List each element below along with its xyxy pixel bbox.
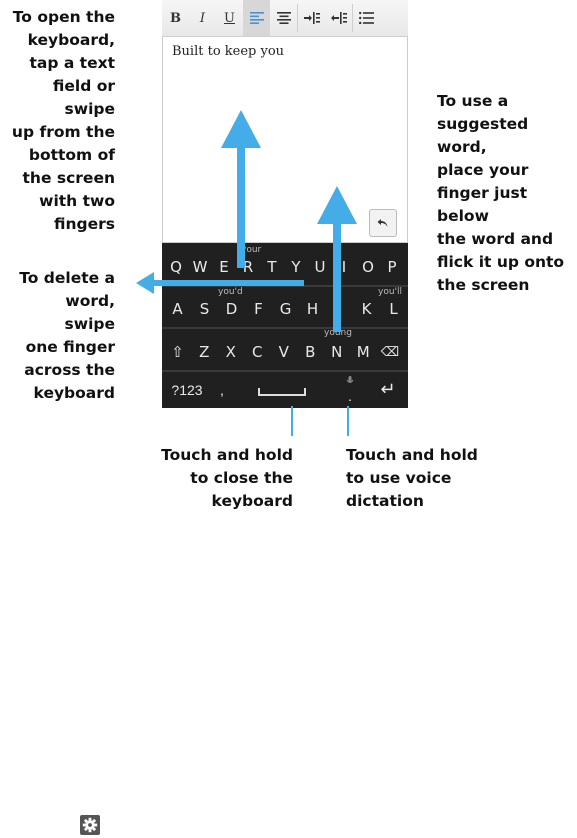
toolbar-separator	[352, 4, 353, 32]
phone-screenshot: B I U	[162, 0, 408, 408]
close-keyboard-callout: Touch and hold to close the keyboard	[161, 446, 293, 510]
voice-dictation-callout: Touch and hold to use voice dictation	[346, 446, 478, 510]
bullet-list-icon	[359, 12, 374, 24]
keyboard-bottom-row: ?123 , . ↵	[162, 371, 408, 408]
microphone-icon	[346, 375, 354, 383]
key-h[interactable]: H	[306, 300, 319, 318]
suggestion-young[interactable]: young	[324, 328, 352, 338]
space-bar[interactable]	[232, 371, 332, 408]
enter-key[interactable]: ↵	[380, 379, 396, 399]
key-z[interactable]: Z	[199, 343, 210, 361]
open-keyboard-arrow	[221, 110, 261, 268]
toolbar-separator	[297, 4, 298, 32]
indent-button[interactable]	[298, 0, 325, 36]
underline-button[interactable]: U	[224, 10, 235, 26]
key-s[interactable]: S	[199, 300, 210, 318]
keyboard-row-divider	[162, 370, 408, 372]
key-w[interactable]: W	[192, 258, 208, 276]
period-key-label: .	[348, 387, 352, 404]
outdent-button[interactable]	[325, 0, 352, 36]
key-f[interactable]: F	[254, 300, 263, 318]
align-left-icon	[249, 12, 264, 24]
align-left-button[interactable]	[243, 0, 270, 36]
suggestion-your[interactable]: your	[241, 245, 262, 255]
text-editor[interactable]: Built to keep you	[162, 37, 408, 243]
keyboard-row-divider	[162, 327, 408, 329]
bold-button[interactable]: B	[170, 10, 181, 26]
keyboard-row-1: Q W E R T Y U I O P	[164, 249, 404, 285]
key-l[interactable]: L	[389, 300, 398, 318]
comma-key[interactable]: ,	[220, 381, 224, 398]
align-center-icon	[276, 12, 291, 24]
formatting-toolbar: B I U	[162, 0, 408, 37]
italic-button[interactable]: I	[199, 10, 206, 26]
symbols-key[interactable]: ?123	[171, 381, 203, 398]
outdent-icon	[330, 12, 347, 24]
suggested-word-arrow	[317, 186, 357, 332]
virtual-keyboard: your Q W E R T Y U I O P you'd you'll A …	[162, 243, 408, 408]
undo-icon	[377, 219, 388, 227]
align-center-button[interactable]	[270, 0, 297, 36]
key-t[interactable]: T	[267, 258, 277, 276]
key-k[interactable]: K	[361, 300, 372, 318]
open-keyboard-callout: To open the keyboard, tap a text field o…	[11, 8, 115, 233]
key-o[interactable]: O	[362, 258, 374, 276]
delete-word-arrow	[136, 272, 304, 294]
key-e[interactable]: E	[219, 258, 229, 276]
gear-icon	[80, 815, 100, 835]
space-bar-icon	[258, 388, 306, 396]
undo-button[interactable]	[369, 209, 397, 237]
key-i[interactable]: I	[341, 258, 347, 276]
key-r[interactable]: R	[242, 258, 254, 276]
key-a[interactable]: A	[172, 300, 183, 318]
suggestion-youll[interactable]: you'll	[378, 287, 403, 297]
suggestion-youd[interactable]: you'd	[218, 287, 243, 297]
key-n[interactable]: N	[331, 343, 343, 361]
key-y[interactable]: Y	[291, 258, 301, 276]
period-key[interactable]: .	[332, 371, 368, 408]
key-p[interactable]: P	[387, 258, 397, 276]
key-g[interactable]: G	[279, 300, 292, 318]
key-q[interactable]: Q	[170, 258, 182, 276]
key-x[interactable]: X	[225, 343, 236, 361]
bullet-list-button[interactable]	[353, 0, 380, 36]
suggested-word-callout: To use a suggested word, place your fing…	[437, 92, 565, 294]
indent-icon	[303, 12, 320, 24]
key-v[interactable]: V	[278, 343, 289, 361]
key-m[interactable]: M	[356, 343, 370, 361]
keyboard-row-3: ⇧ Z X C V B N M ⌫	[164, 334, 404, 370]
key-u[interactable]: U	[314, 258, 326, 276]
delete-word-callout: To delete a word, swipe one finger acros…	[19, 269, 115, 402]
key-d[interactable]: D	[225, 300, 238, 318]
shift-key[interactable]: ⇧	[171, 343, 184, 361]
backspace-key[interactable]: ⌫	[380, 344, 400, 360]
key-b[interactable]: B	[305, 343, 316, 361]
key-c[interactable]: C	[252, 343, 263, 361]
editor-text: Built to keep you	[172, 44, 285, 59]
